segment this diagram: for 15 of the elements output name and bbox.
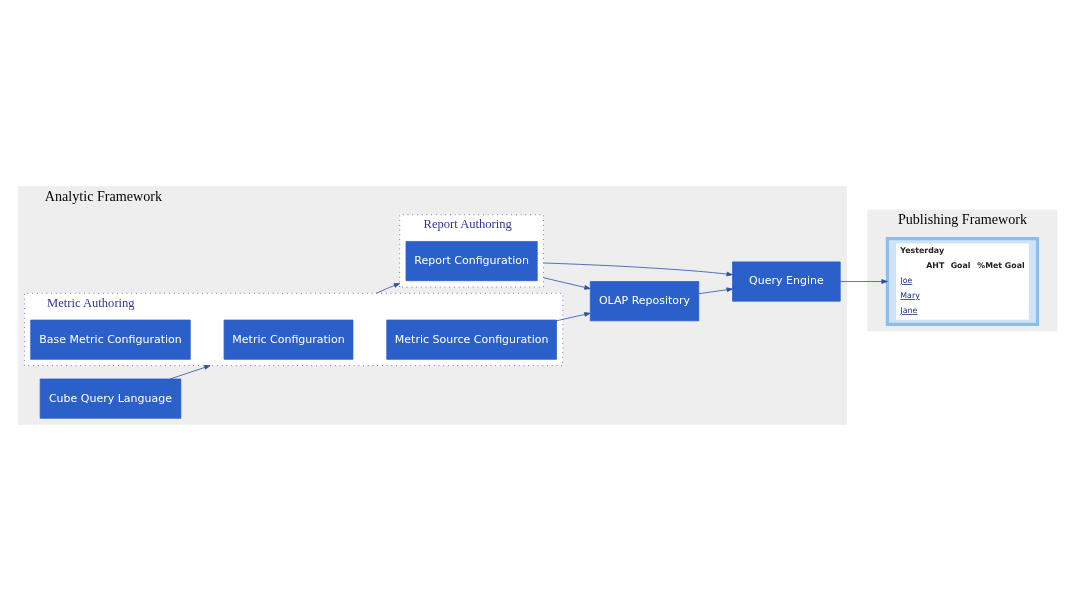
arrow xyxy=(543,262,733,276)
arrow xyxy=(839,278,888,284)
node-box: Cube Query Language xyxy=(39,378,182,419)
node-box: Yesterday AHT Goal %Met Goal Joe Mary Jane xyxy=(885,236,1040,326)
arrow xyxy=(543,276,591,290)
arrow xyxy=(375,282,401,294)
arrow xyxy=(556,311,591,321)
node-box: Report Configuration xyxy=(405,240,538,281)
arrow xyxy=(698,286,733,294)
arrow xyxy=(169,364,211,379)
node-box: Metric Source Configuration xyxy=(386,319,557,360)
node-box: Metric Configuration xyxy=(223,319,354,360)
node-box: Base Metric Configuration xyxy=(30,319,191,360)
node-box: Query Engine xyxy=(732,261,841,302)
node-box: OLAP Repository xyxy=(589,280,700,321)
